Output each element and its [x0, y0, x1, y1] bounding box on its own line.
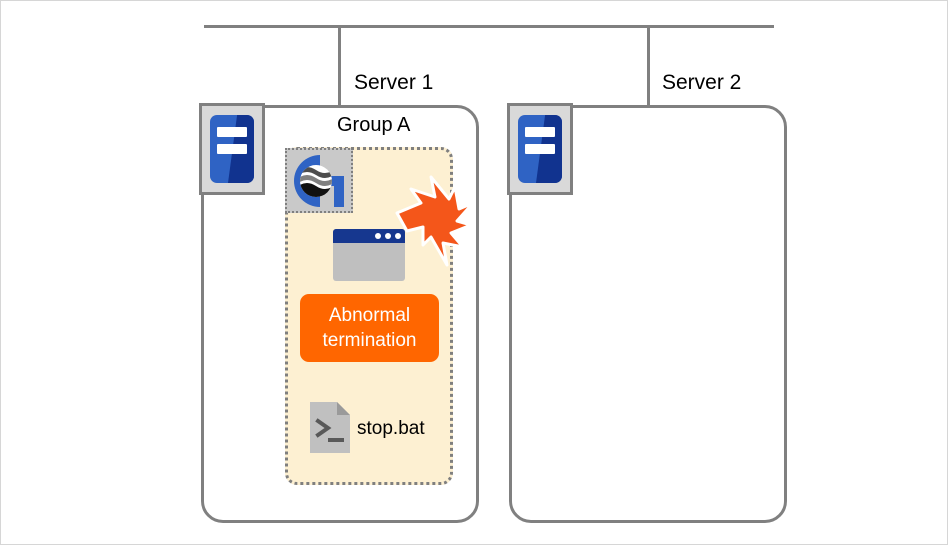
- script-file-icon: [310, 402, 350, 453]
- server-icon-body: [518, 115, 562, 183]
- server-2-label: Server 2: [662, 71, 742, 94]
- window-titlebar: [333, 229, 405, 243]
- window-control-dot: [375, 233, 381, 239]
- group-a-label: Group A: [337, 114, 411, 136]
- abnormal-termination-status: Abnormal termination: [300, 294, 439, 362]
- server-icon-body: [210, 115, 254, 183]
- explosion-burst-icon: [395, 175, 475, 267]
- network-drop-line-server-1: [338, 25, 341, 107]
- application-window-icon: [333, 229, 405, 281]
- server-icon-slot-bar: [525, 127, 555, 137]
- server-machine-icon: [507, 103, 573, 195]
- script-file-label: stop.bat: [357, 418, 425, 439]
- server-machine-icon: [199, 103, 265, 195]
- abnormal-termination-line-2: termination: [322, 330, 417, 351]
- network-drop-line-server-2: [647, 25, 650, 107]
- network-bus-line: [204, 25, 774, 28]
- g-globe-logo-icon: [294, 155, 344, 207]
- server-icon-slot-bar: [217, 144, 247, 154]
- window-control-dot: [385, 233, 391, 239]
- server-1-label: Server 1: [354, 71, 434, 94]
- server-icon-slot-bar: [525, 144, 555, 154]
- abnormal-termination-line-1: Abnormal: [328, 305, 411, 326]
- window-control-dot: [395, 233, 401, 239]
- server-icon-slot-bar: [217, 127, 247, 137]
